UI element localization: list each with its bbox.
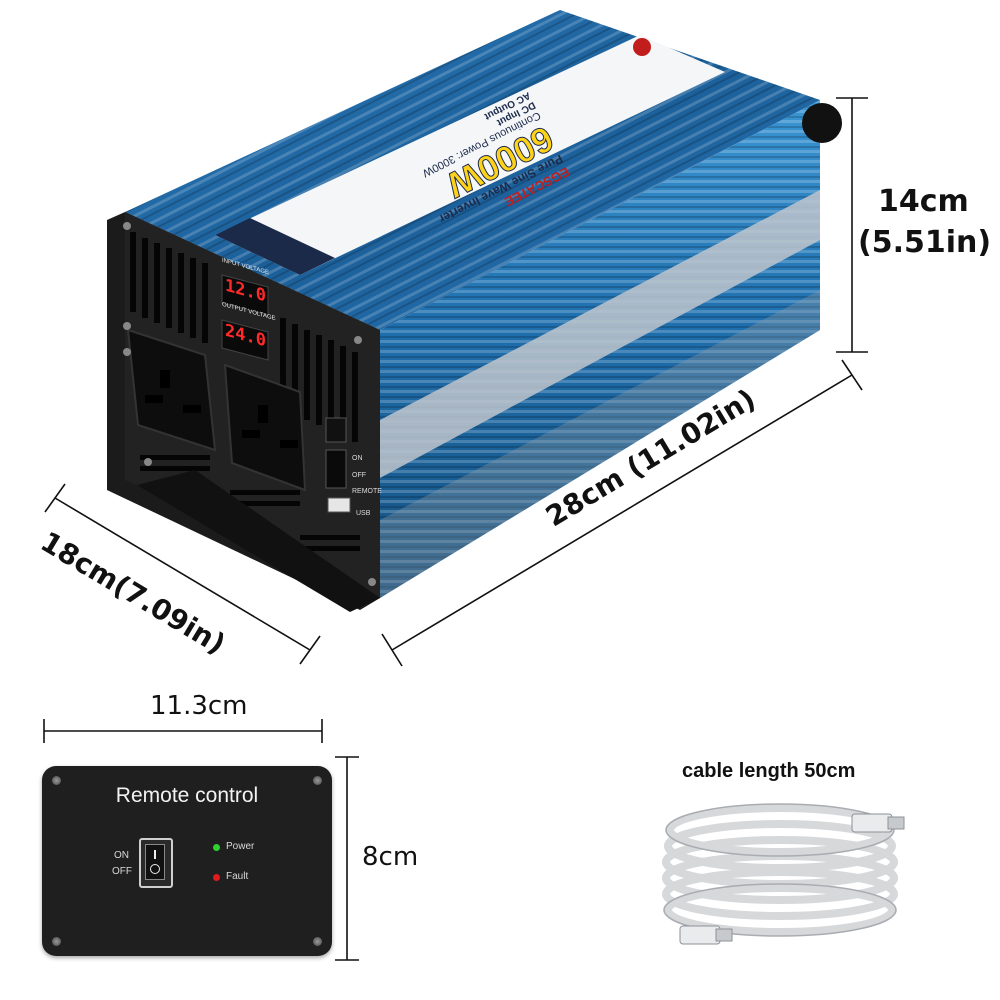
remote-control-panel: Remote control ON OFF Power Fault	[42, 766, 332, 956]
input-voltage-display	[221, 274, 269, 316]
power-led-label: Power	[226, 841, 255, 852]
dc-terminal-red	[633, 38, 651, 56]
remote-power-switch[interactable]	[139, 838, 173, 888]
uk-socket-left	[126, 328, 217, 452]
usb-label: USB	[356, 510, 371, 517]
usb-port[interactable]	[327, 497, 351, 513]
remote-port-label: REMOTE	[352, 488, 382, 495]
screw-icon	[313, 937, 322, 946]
remote-port[interactable]	[325, 417, 347, 443]
rj45-plug-top	[851, 813, 893, 833]
dc-terminal-black	[802, 103, 842, 143]
power-led-icon	[213, 844, 220, 851]
uk-socket-right	[223, 363, 307, 492]
front-vents-right	[280, 318, 358, 442]
switch-on-label: ON	[352, 455, 363, 462]
height-dimension-inches: (5.51in)	[858, 225, 992, 260]
rj45-plug-bottom	[679, 925, 721, 945]
remote-height-dimension: 8cm	[362, 842, 419, 872]
remote-width-dimension: 11.3cm	[150, 691, 248, 721]
cable-caption: cable length 50cm	[682, 760, 856, 782]
front-panel	[107, 212, 380, 610]
fault-led-icon	[213, 874, 220, 881]
height-dimension: 14cm	[878, 184, 969, 219]
remote-dimension-lines	[43, 719, 359, 961]
power-rocker-switch[interactable]	[325, 449, 347, 489]
switch-off-label: OFF	[352, 472, 366, 479]
inverter-side-face	[380, 100, 820, 598]
screw-icon	[52, 937, 61, 946]
dimension-lines	[44, 97, 868, 667]
coiled-cable-icon	[662, 803, 905, 945]
remote-title: Remote control	[115, 784, 259, 807]
fault-led-label: Fault	[226, 871, 249, 882]
front-vents-left	[130, 232, 208, 343]
top-label-sticker	[215, 35, 725, 275]
front-vents-bottom	[140, 455, 360, 551]
inverter-illustration	[44, 10, 868, 667]
remote-off-label: OFF	[112, 866, 132, 877]
screw-icon	[313, 776, 322, 785]
screw-icon	[52, 776, 61, 785]
mounting-foot	[137, 470, 380, 612]
remote-on-label: ON	[114, 850, 129, 861]
output-voltage-display	[221, 319, 269, 361]
